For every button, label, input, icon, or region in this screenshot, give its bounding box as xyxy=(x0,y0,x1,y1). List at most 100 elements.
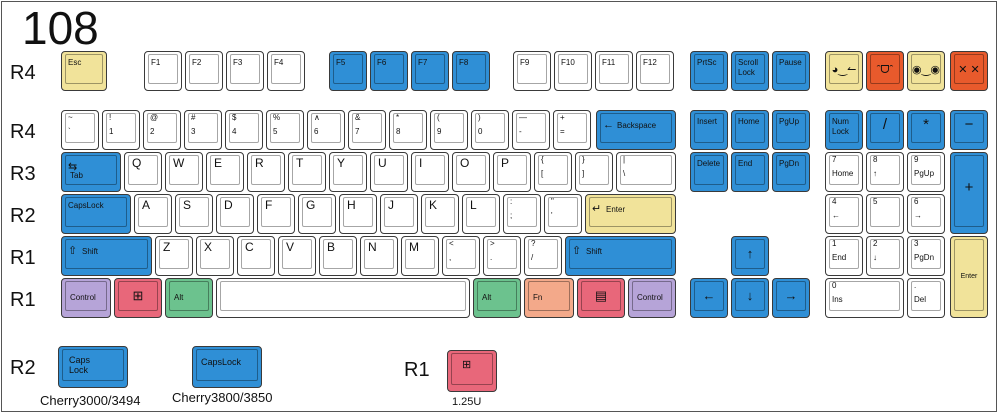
f4-key: F4 xyxy=(267,51,305,91)
key-legend: Delete xyxy=(697,159,721,168)
k9-key: (9 xyxy=(430,110,468,150)
key-legend: H xyxy=(347,198,356,212)
face-dead-key: ✕ ✕ xyxy=(950,51,988,91)
row-label: R2 xyxy=(10,205,36,227)
face-wink-key: ◕‿↼ xyxy=(825,51,863,91)
n-key: N xyxy=(360,236,398,276)
f11-key: F11 xyxy=(595,51,633,91)
tab-key: ⇆Tab xyxy=(61,152,121,192)
esc-key: Esc xyxy=(61,51,107,91)
key-legend: F10 xyxy=(561,58,575,67)
key-shift-legend: ( xyxy=(437,113,440,122)
backspace-icon: ← xyxy=(603,119,614,131)
f8-key: F8 xyxy=(452,51,490,91)
rcontrol-key: Control xyxy=(628,278,676,318)
key-legend: O xyxy=(460,156,470,170)
j-key: J xyxy=(380,194,418,234)
key-legend: 4 xyxy=(232,127,237,136)
key-legend: = xyxy=(560,127,565,136)
k7-key: &7 xyxy=(348,110,386,150)
c-key: C xyxy=(237,236,275,276)
key-legend: F6 xyxy=(377,58,387,67)
key-shift-legend: 2 xyxy=(873,239,878,248)
x-key: X xyxy=(196,236,234,276)
key-legend: Home xyxy=(832,169,854,178)
rshift-icon: ⇧ xyxy=(572,245,582,257)
lbracket-key: {[ xyxy=(534,152,572,192)
ralt-key: Alt xyxy=(473,278,521,318)
wink-face-icon: ◕‿↼ xyxy=(831,64,857,76)
left-icon: ← xyxy=(702,288,716,303)
capslock-key-alt1: Caps Lock xyxy=(58,346,128,388)
key-legend: X xyxy=(204,240,213,254)
fn-key: Fn xyxy=(524,278,574,318)
f2-key: F2 xyxy=(185,51,223,91)
key-legend: Z xyxy=(163,240,171,254)
key-legend: ' xyxy=(551,211,553,220)
t-key: T xyxy=(288,152,326,192)
page-title: 108 xyxy=(22,2,99,54)
key-legend: F2 xyxy=(192,58,202,67)
row-label: R4 xyxy=(10,121,36,143)
g-key: G xyxy=(298,194,336,234)
insert-key: Insert xyxy=(690,110,728,150)
key-legend: / xyxy=(531,253,534,262)
key-legend: PgUp xyxy=(914,169,935,178)
num8-key: 8↑ xyxy=(866,152,904,192)
key-legend: Pause xyxy=(779,58,802,67)
e-key: E xyxy=(206,152,244,192)
rbracket-key: }] xyxy=(575,152,613,192)
slash-key: ?/ xyxy=(524,236,562,276)
k5-key: %5 xyxy=(266,110,304,150)
home-key: Home xyxy=(731,110,769,150)
key-legend: Q xyxy=(132,156,142,170)
grin-face-icon: ˆᗜˆ xyxy=(876,64,894,76)
key-shift-legend: 1 xyxy=(832,239,837,248)
capslock-key: CapsLock xyxy=(61,194,131,234)
key-shift-legend: 4 xyxy=(832,197,837,206)
key-legend: \ xyxy=(623,169,626,178)
f7-key: F7 xyxy=(411,51,449,91)
key-legend: F12 xyxy=(643,58,657,67)
key-legend: 8 xyxy=(396,127,401,136)
key-legend: F11 xyxy=(602,58,616,67)
key-legend: − xyxy=(964,116,974,133)
key-legend: F5 xyxy=(336,58,346,67)
lwin-key: ⊞ xyxy=(114,278,162,318)
face-grin-key: ˆᗜˆ xyxy=(866,51,904,91)
pgdn-key: PgDn xyxy=(772,152,810,192)
smile-face-icon: ◉‿◉ xyxy=(911,64,941,76)
key-legend: L xyxy=(470,198,477,212)
row-label-r2-alt: R2 xyxy=(10,357,36,379)
menu-icon: ▤ xyxy=(594,288,608,303)
key-legend: End xyxy=(832,253,847,262)
key-legend: V xyxy=(286,240,295,254)
key-shift-legend: ~ xyxy=(68,113,73,122)
b-key: B xyxy=(319,236,357,276)
face-smile-key: ◉‿◉ xyxy=(907,51,945,91)
tab-icon: ⇆ xyxy=(68,161,78,173)
key-legend: , xyxy=(449,253,452,262)
scrolllock-key: Scroll Lock xyxy=(731,51,769,91)
numstar-key: * xyxy=(907,110,945,150)
key-shift-legend: — xyxy=(519,113,527,122)
key-shift-legend: + xyxy=(560,113,565,122)
key-legend: Scroll Lock xyxy=(738,58,759,77)
key-shift-legend: } xyxy=(582,155,585,164)
i-key: I xyxy=(411,152,449,192)
numplus-key: + xyxy=(950,152,988,234)
key-legend: ; xyxy=(510,211,513,220)
u-key: U xyxy=(370,152,408,192)
comma-key: <, xyxy=(442,236,480,276)
key-legend: 0 xyxy=(478,127,483,136)
key-legend: R xyxy=(255,156,264,170)
key-shift-legend: 6 xyxy=(914,197,919,206)
a-key: A xyxy=(134,194,172,234)
key-legend: Control xyxy=(70,293,96,302)
key-shift-legend: " xyxy=(551,197,554,206)
pgup-key: PgUp xyxy=(772,110,810,150)
menu-key: ▤ xyxy=(577,278,625,318)
key-label: Caps xyxy=(69,355,91,365)
